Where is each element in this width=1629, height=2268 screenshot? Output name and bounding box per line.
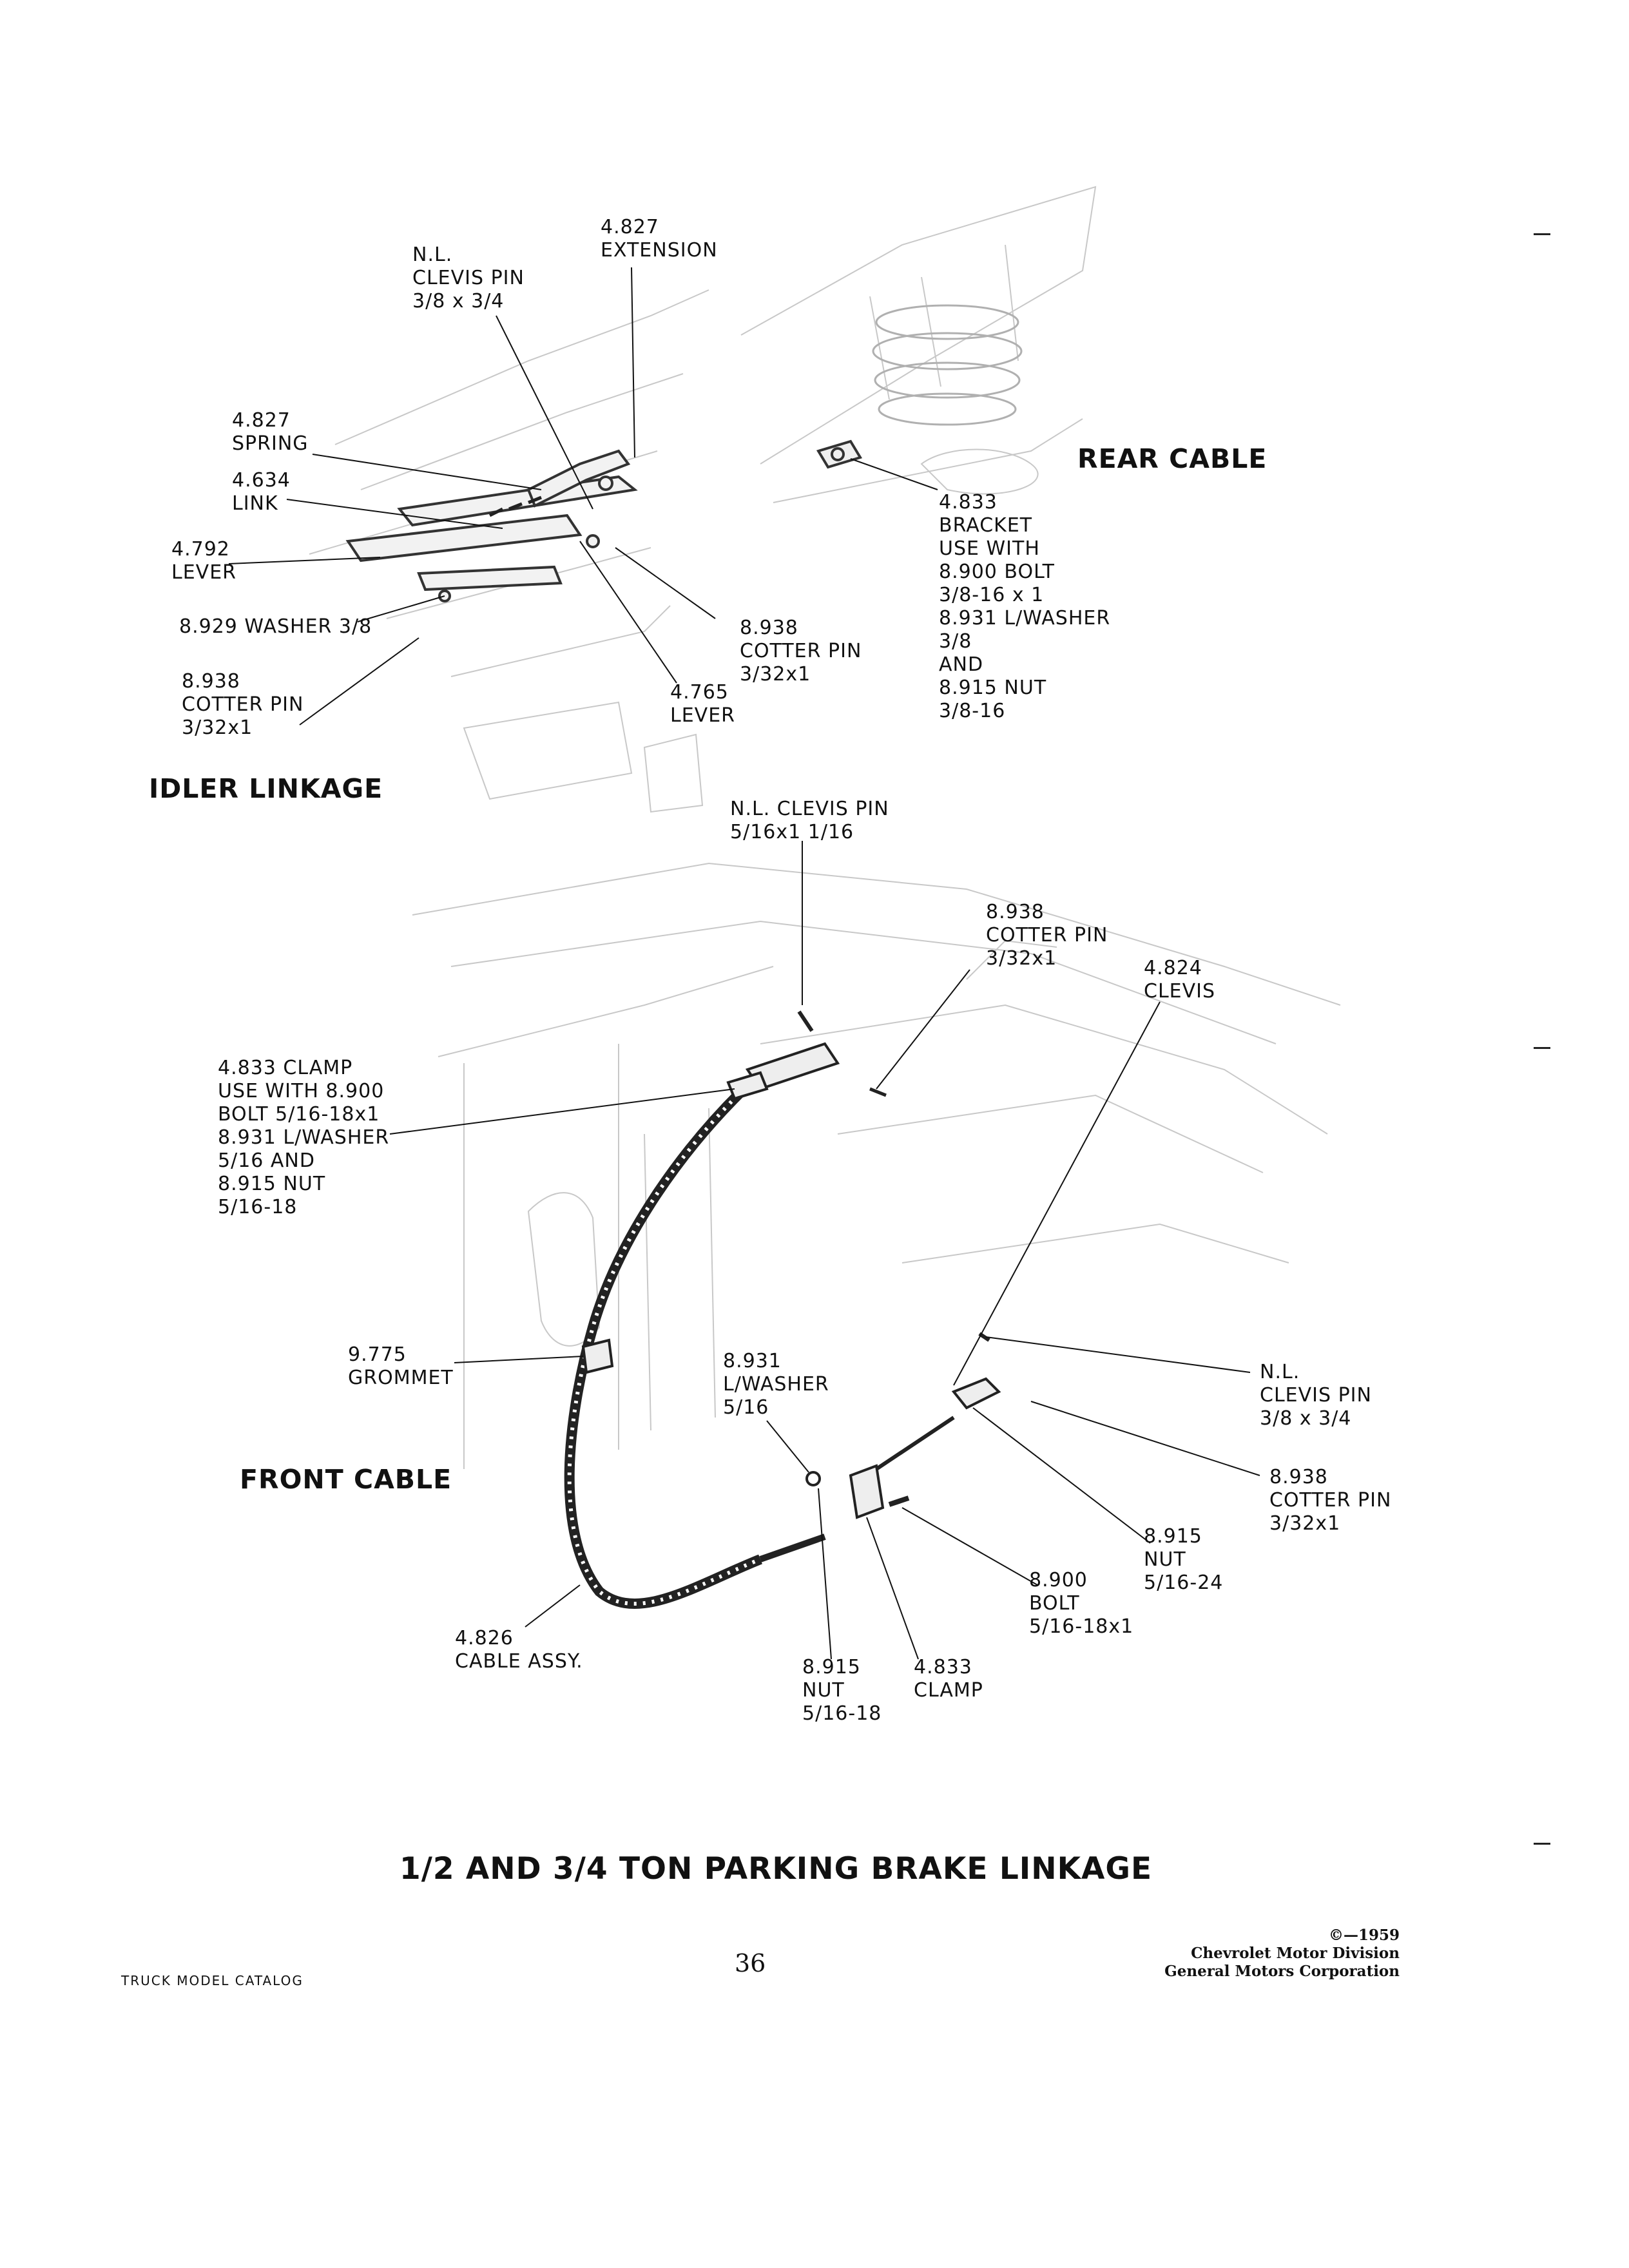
margin-tick-mark — [1534, 233, 1550, 235]
page-number: 36 — [735, 1949, 766, 1977]
front-cable-assembly — [564, 1010, 1001, 1609]
margin-tick-mark — [1534, 1047, 1550, 1049]
page-title: 1/2 AND 3/4 TON PARKING BRAKE LINKAGE — [400, 1851, 1153, 1887]
rear-bracket-part — [816, 439, 863, 469]
idler-linkage-parts — [345, 449, 638, 602]
spring-coil — [872, 304, 1023, 426]
section-title-rear-cable: REAR CABLE — [1077, 443, 1268, 474]
section-title-front-cable: FRONT CABLE — [240, 1464, 452, 1495]
catalog-name: TRUCK MODEL CATALOG — [121, 1973, 304, 1988]
margin-tick-mark — [1534, 1843, 1550, 1845]
label-washer: 8.929 WASHER 3/8 — [179, 615, 372, 638]
leader-lines — [228, 267, 1260, 1660]
section-title-idler-linkage: IDLER LINKAGE — [149, 773, 383, 804]
chassis-sketch-top — [309, 186, 1097, 813]
chassis-sketch-bottom — [412, 862, 1341, 1469]
